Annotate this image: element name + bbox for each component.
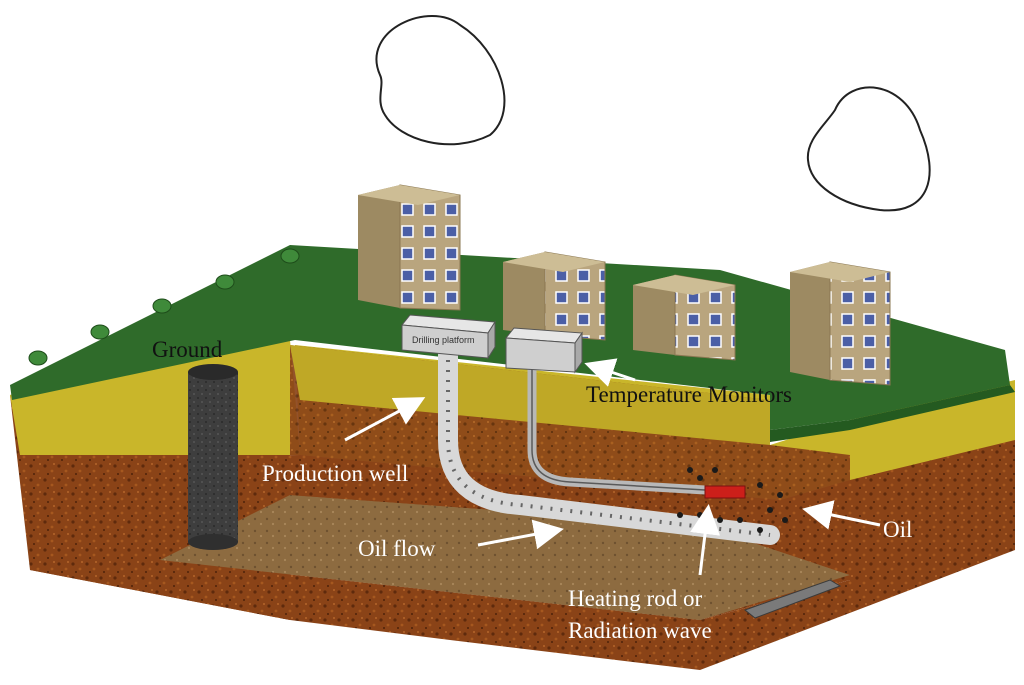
tree-icon: [90, 324, 110, 340]
arrow-icon: [690, 504, 720, 576]
arrow-icon: [344, 397, 426, 442]
cloud-icon: [806, 86, 931, 212]
label-heating-line1: Heating rod or: [568, 586, 702, 611]
label-oil-flow: Oil flow: [358, 536, 436, 561]
arrow-icon: [802, 500, 881, 530]
vertical-shaft: [188, 364, 238, 550]
box-tag: Drilling platform: [412, 335, 475, 345]
label-heating-line2: Radiation wave: [568, 618, 712, 643]
tree-icon: [28, 350, 48, 366]
building-icon: [358, 184, 461, 311]
drain-channel: [743, 579, 842, 619]
building-icon: [503, 251, 606, 341]
tree-icon: [215, 274, 235, 290]
label-production-well: Production well: [262, 461, 408, 486]
label-temperature-monitors: Temperature Monitors: [586, 382, 792, 407]
arrow-icon: [584, 358, 636, 387]
temperature-monitor-box: [505, 327, 583, 374]
label-oil: Oil: [883, 517, 912, 542]
tree-icon: [280, 248, 300, 264]
production-well-perforations: [446, 360, 771, 537]
label-ground: Ground: [152, 337, 223, 362]
building-icon: [790, 261, 891, 386]
grass-edge: [770, 385, 1015, 442]
heating-rod: [704, 485, 746, 499]
arrow-icon: [477, 519, 564, 550]
oil-droplets: [677, 467, 788, 533]
cloud-icon: [375, 14, 506, 146]
building-icon: [633, 274, 736, 361]
tree-row: [28, 248, 300, 366]
tree-icon: [152, 298, 172, 314]
drilling-platform-box: Drilling platform: [401, 314, 496, 360]
